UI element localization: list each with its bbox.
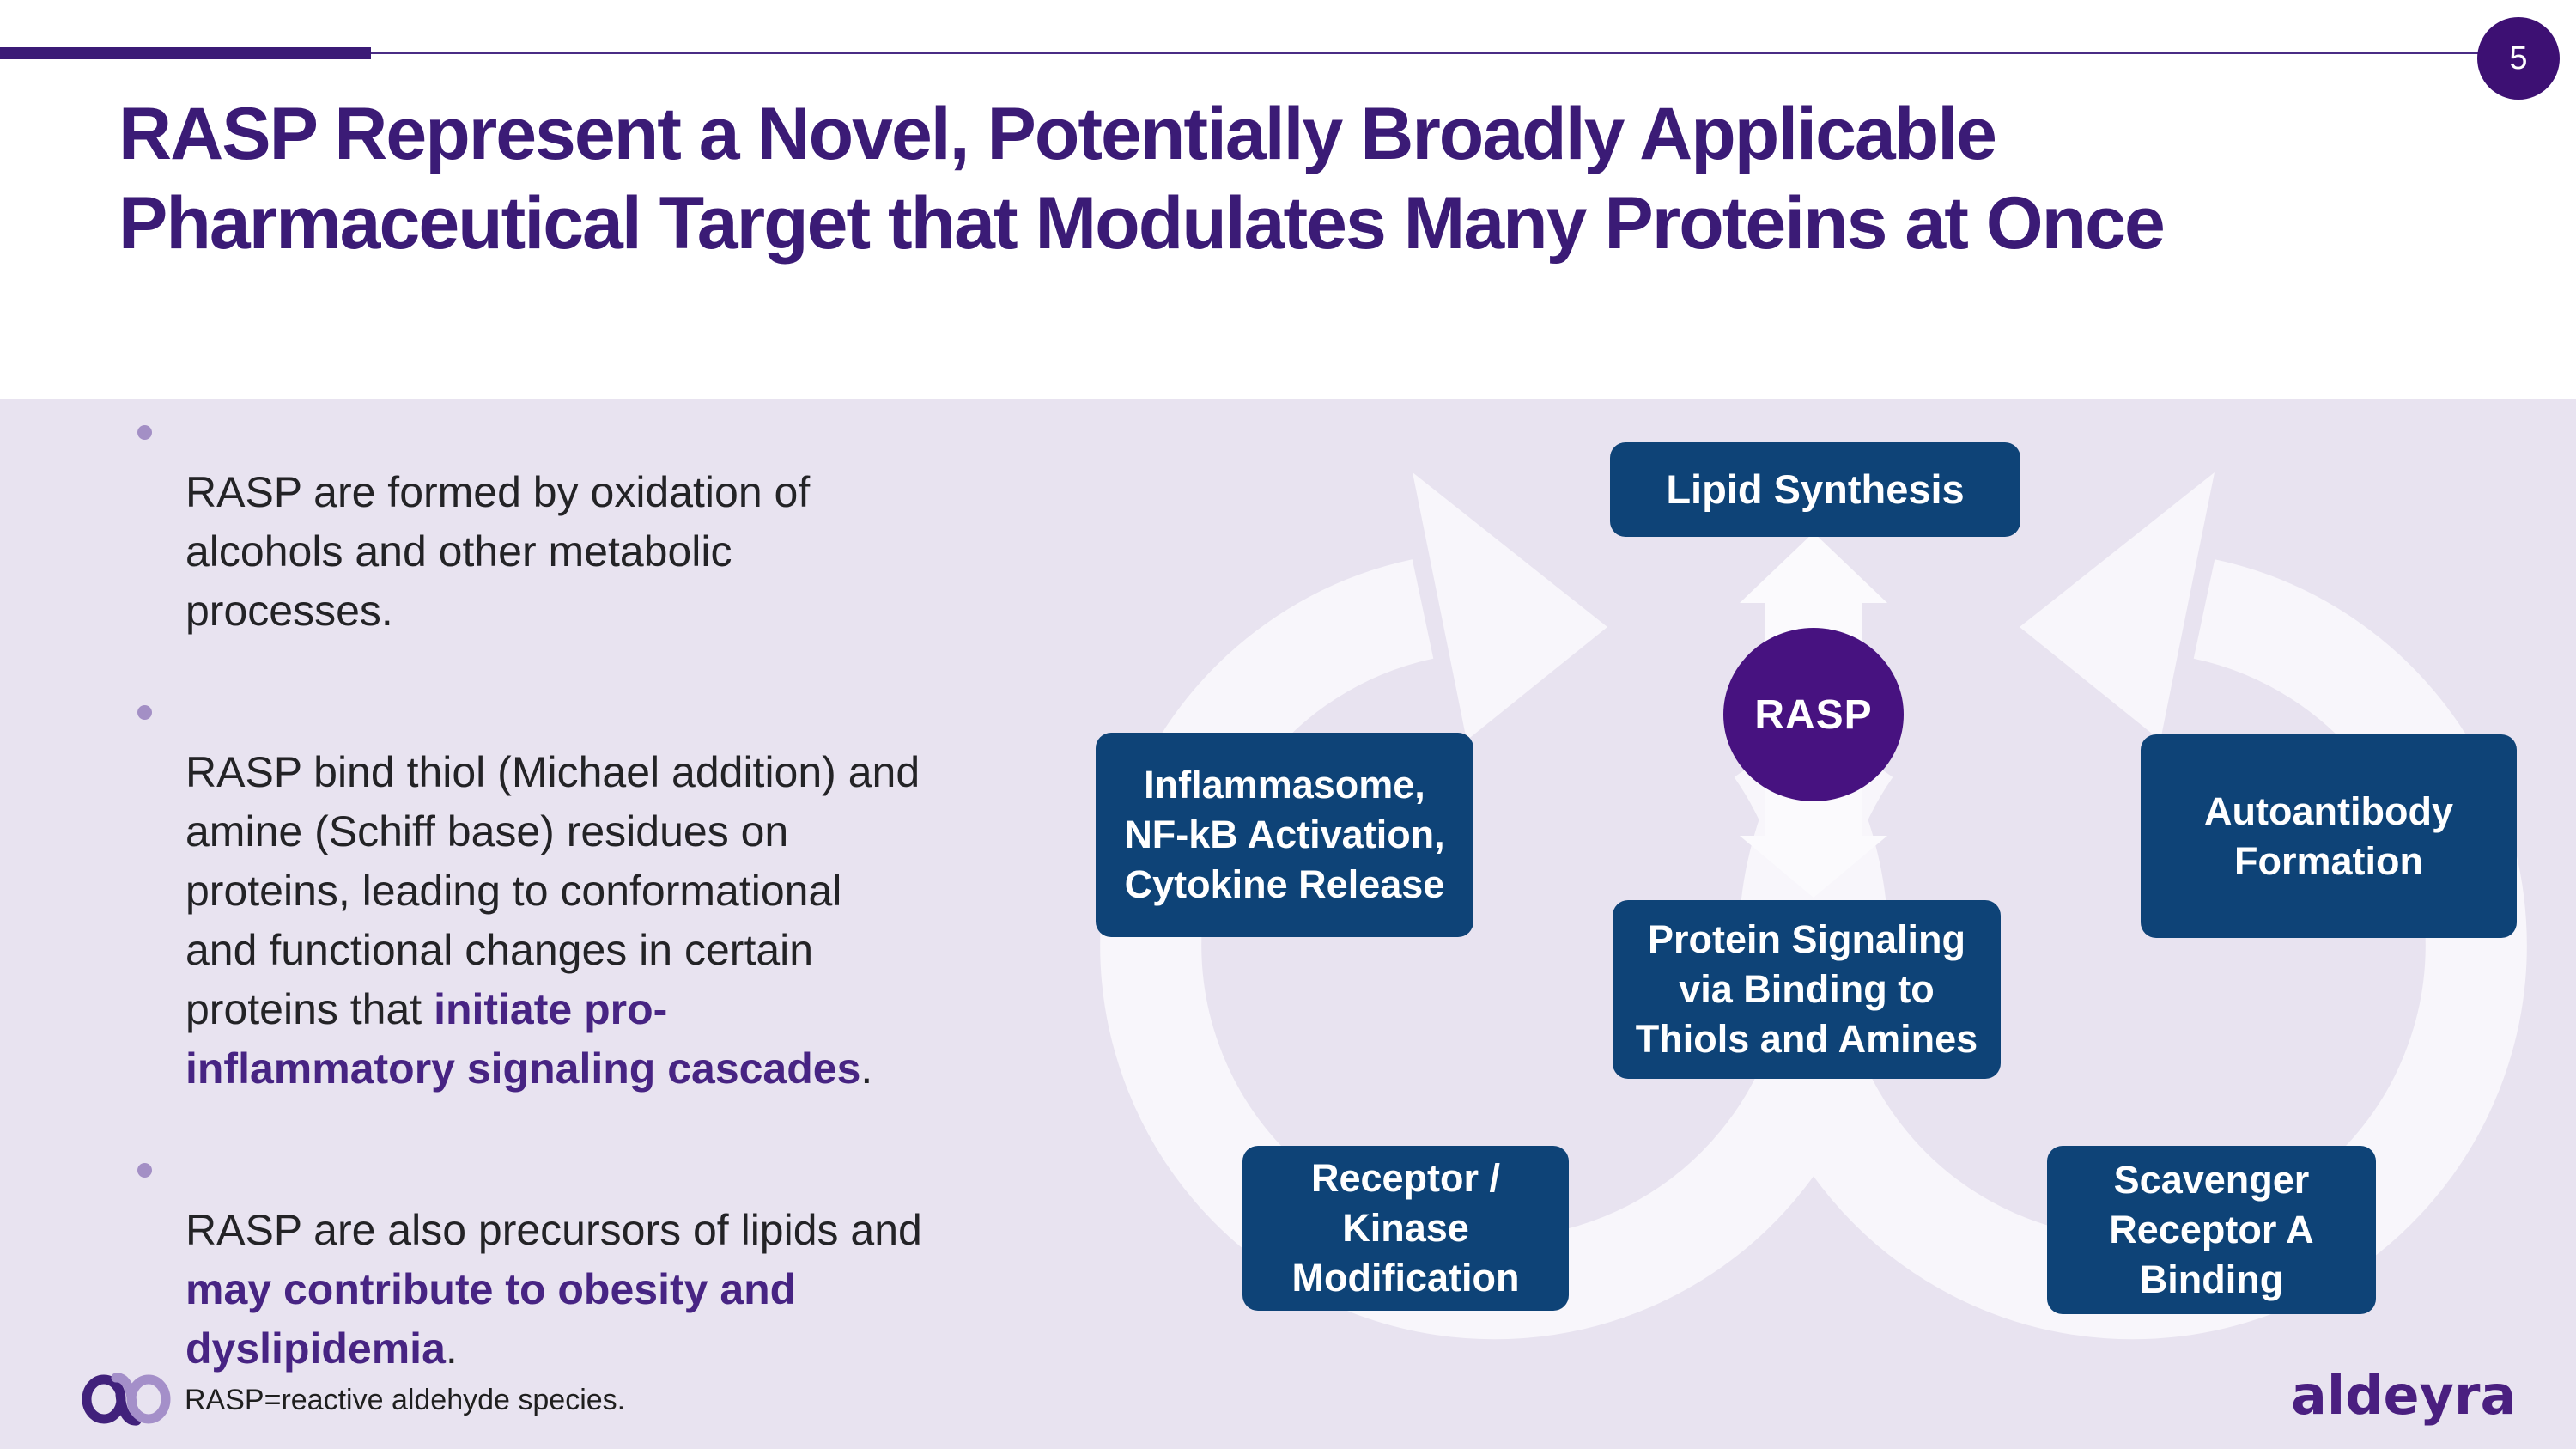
bullet-highlight-text: may contribute to obesity and dyslipidem…	[185, 1265, 797, 1373]
right-circular-arrowhead-icon	[2020, 472, 2215, 740]
page-number: 5	[2509, 40, 2528, 76]
header-accent-bar	[0, 47, 371, 59]
bullet-marker	[137, 425, 152, 440]
bullet-text-end: .	[445, 1324, 458, 1373]
bullet-item: RASP are also precursors of lipids and m…	[136, 1142, 1132, 1379]
diagram-box-inflammasome: Inflammasome, NF-kB Activation, Cytokine…	[1096, 733, 1473, 937]
diagram-box-label: Scavenger Receptor A Binding	[2109, 1158, 2314, 1301]
left-circular-arrowhead-icon	[1413, 472, 1607, 740]
bullet-list: RASP are formed by oxidation of alcohols…	[136, 404, 1132, 1422]
footnote-abbreviation: RASP=reactive aldehyde species.	[185, 1384, 626, 1416]
bullet-highlight-text: initiate pro- inflammatory signaling cas…	[185, 985, 861, 1093]
diagram-box-autoantibody-formation: Autoantibody Formation	[2141, 734, 2517, 938]
page-number-badge: 5	[2477, 17, 2560, 100]
diagram-box-label: Autoantibody Formation	[2204, 788, 2453, 883]
aldeyra-logo-icon	[82, 1373, 171, 1426]
aldeyra-wordmark: aldeyra	[2291, 1364, 2517, 1427]
diagram-box-label: Receptor / Kinase Modification	[1291, 1156, 1520, 1300]
bullet-text: RASP are also precursors of lipids and	[185, 1206, 922, 1254]
diagram-box-receptor-kinase: Receptor / Kinase Modification	[1242, 1146, 1569, 1311]
bullet-item: RASP are formed by oxidation of alcohols…	[136, 404, 1132, 641]
diagram-box-protein-signaling: Protein Signaling via Binding to Thiols …	[1613, 900, 2001, 1079]
bullet-text-end: .	[860, 1044, 873, 1093]
bullet-text: RASP are formed by oxidation of alcohols…	[185, 468, 811, 635]
bullet-text: RASP bind thiol (Michael addition) and a…	[185, 748, 920, 1033]
diagram-box-label: Inflammasome, NF-kB Activation, Cytokine…	[1124, 763, 1445, 906]
slide-title: RASP Represent a Novel, Potentially Broa…	[118, 93, 2166, 265]
header-rule-line	[0, 52, 2483, 54]
diagram-box-label: Lipid Synthesis	[1666, 466, 1965, 512]
diagram-box-label: Protein Signaling via Binding to Thiols …	[1635, 917, 1978, 1061]
bullet-item: RASP bind thiol (Michael addition) and a…	[136, 684, 1132, 1099]
rasp-center-node: RASP	[1723, 628, 1904, 801]
diagram-box-scavenger-receptor: Scavenger Receptor A Binding	[2047, 1146, 2376, 1314]
diagram-box-lipid-synthesis: Lipid Synthesis	[1610, 442, 2020, 537]
bullet-marker	[137, 1163, 152, 1178]
rasp-label: RASP	[1754, 691, 1873, 738]
bullet-marker	[137, 705, 152, 720]
